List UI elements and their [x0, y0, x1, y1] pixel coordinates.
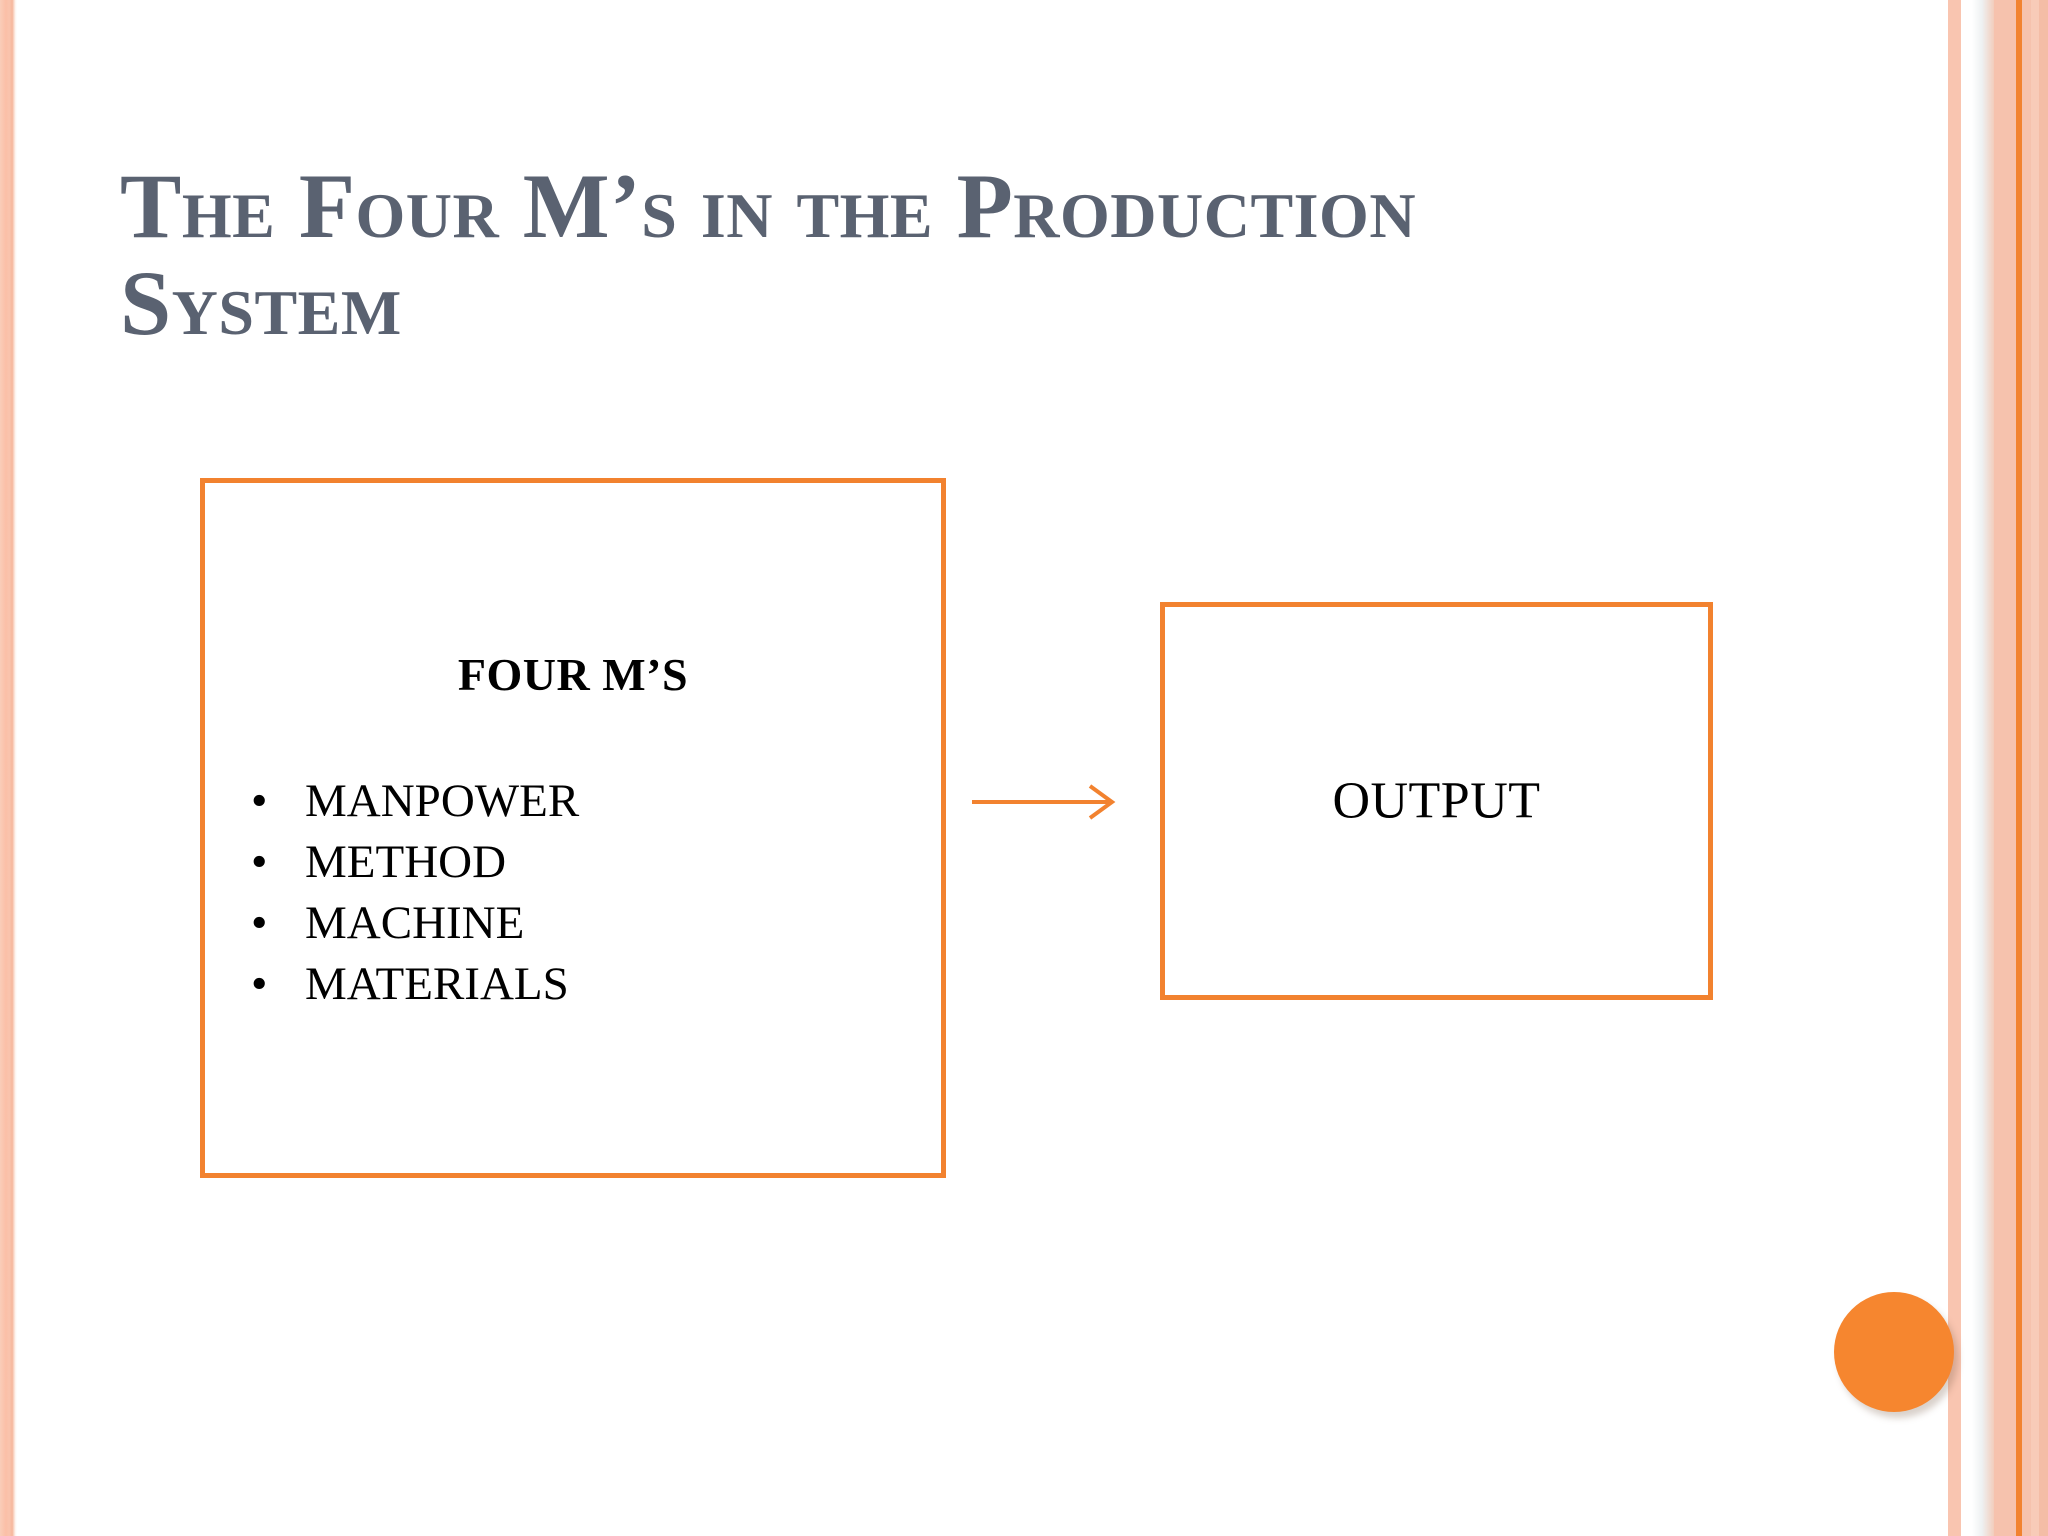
bullet-icon: •	[251, 897, 268, 949]
list-item: • MACHINE	[233, 893, 941, 954]
four-ms-heading: FOUR M’S	[457, 649, 689, 700]
list-item: • MATERIALS	[233, 954, 941, 1015]
list-item-label: MACHINE	[305, 897, 525, 949]
list-item-label: MATERIALS	[305, 958, 569, 1010]
bullet-icon: •	[251, 775, 268, 827]
circle-accent-decoration	[1834, 1292, 1954, 1412]
edge-band-orange-rule	[2016, 0, 2022, 1536]
edge-band-white-gap	[1961, 0, 1972, 1536]
edge-band-peach-2	[1994, 0, 2016, 1536]
edge-band-peach-5	[2039, 0, 2048, 1536]
output-label: OUTPUT	[1332, 772, 1541, 830]
edge-band-fade	[1972, 0, 1994, 1536]
edge-band-peach-4	[2031, 0, 2039, 1536]
arrow-right-icon	[972, 784, 1116, 820]
right-edge-decoration	[1948, 0, 2048, 1536]
four-ms-box: FOUR M’S • MANPOWER • METHOD • MACHINE •…	[200, 478, 946, 1178]
list-item: • MANPOWER	[233, 771, 941, 832]
four-ms-list: • MANPOWER • METHOD • MACHINE • MATERIAL…	[205, 771, 941, 1015]
slide-title: The Four M’s in the Production System	[120, 154, 1417, 355]
list-item: • METHOD	[233, 832, 941, 893]
left-edge-decoration	[0, 0, 17, 1536]
list-item-label: METHOD	[305, 836, 507, 888]
list-item-label: MANPOWER	[305, 775, 580, 827]
edge-band-peach-1	[1948, 0, 1961, 1536]
bullet-icon: •	[251, 958, 268, 1010]
bullet-icon: •	[251, 836, 268, 888]
output-box: OUTPUT	[1160, 602, 1713, 1000]
edge-band-peach-3	[2022, 0, 2031, 1536]
